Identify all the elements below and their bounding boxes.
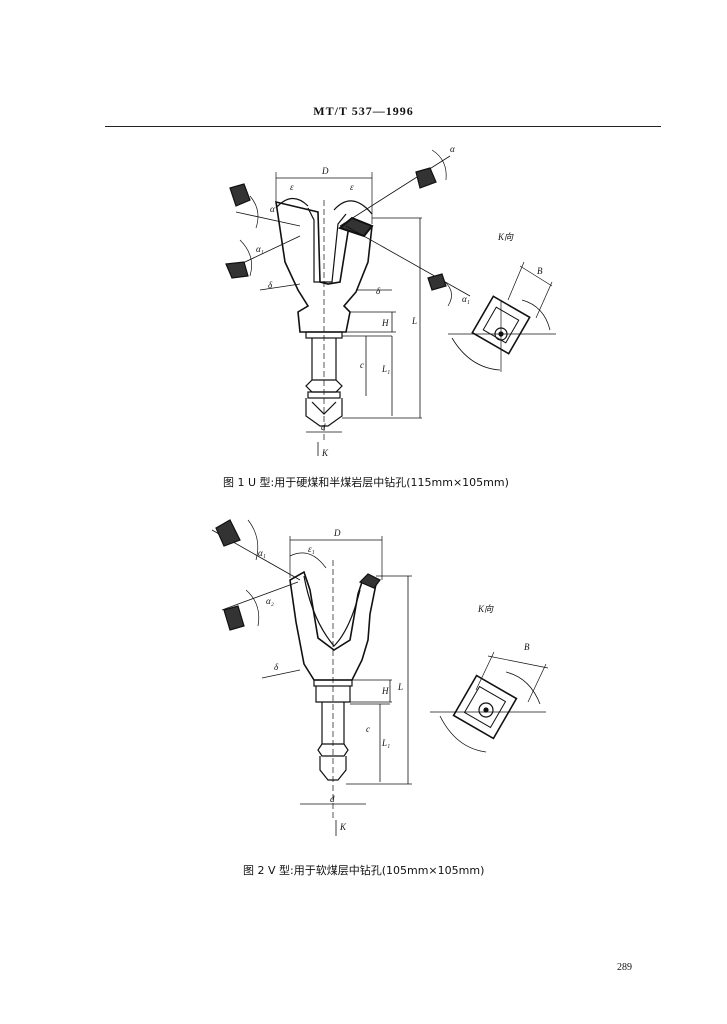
fig1-label-delta-right: δ bbox=[376, 286, 381, 296]
fig2-label-d: d bbox=[330, 794, 335, 804]
fig1-label-alpha-top-right: α bbox=[450, 144, 455, 154]
fig1-label-K: K bbox=[321, 448, 329, 458]
page-header-standard-code: MT/T 537—1996 bbox=[313, 104, 414, 118]
fig1-label-alpha1-left: α₁ bbox=[256, 244, 264, 254]
fig2-label-alpha1: α₁ bbox=[258, 548, 266, 558]
fig2-label-delta: δ bbox=[274, 662, 279, 672]
fig2-k-view-label: K向 bbox=[477, 604, 494, 614]
fig2-label-B: B bbox=[524, 642, 530, 652]
fig2-label-H: H bbox=[381, 686, 389, 696]
fig1-label-delta-left: δ bbox=[268, 280, 273, 290]
fig1-label-L: L bbox=[411, 316, 417, 326]
fig1-label-alpha1-right: α₁ bbox=[462, 294, 470, 304]
fig1-label-eps-right: ε bbox=[350, 182, 354, 192]
fig1-label-L1: L₁ bbox=[381, 364, 390, 374]
fig2-label-c: c bbox=[366, 724, 370, 734]
fig2-label-D: D bbox=[333, 528, 341, 538]
fig1-label-D: D bbox=[321, 166, 329, 176]
fig1-label-c: c bbox=[360, 360, 364, 370]
fig1-k-view-label: K向 bbox=[497, 232, 514, 242]
fig2-label-K: K bbox=[339, 822, 347, 832]
fig2-label-L: L bbox=[397, 682, 403, 692]
page-number: 289 bbox=[617, 962, 632, 973]
fig1-label-eps-left: ε bbox=[290, 182, 294, 192]
fig1-label-alpha-left: α bbox=[270, 204, 275, 214]
figure1-drill-bit-drawing bbox=[225, 149, 556, 456]
header-rule bbox=[105, 126, 661, 127]
fig2-label-alpha2: α₂ bbox=[266, 596, 274, 606]
fig2-label-L1: L₁ bbox=[381, 738, 390, 748]
figure2-drill-bit-drawing bbox=[211, 519, 549, 836]
fig1-label-H: H bbox=[381, 318, 389, 328]
figure2-k-view bbox=[430, 651, 549, 753]
fig1-label-B: B bbox=[537, 266, 543, 276]
figure1-k-view bbox=[448, 261, 556, 372]
figure2-caption: 图 2 V 型:用于软煤层中钻孔(105mm×105mm) bbox=[243, 864, 485, 877]
figure1-caption: 图 1 U 型:用于硬煤和半煤岩层中钻孔(115mm×105mm) bbox=[223, 476, 509, 489]
fig2-label-eps: ε₁ bbox=[308, 544, 315, 554]
fig1-label-d: d bbox=[321, 422, 326, 432]
